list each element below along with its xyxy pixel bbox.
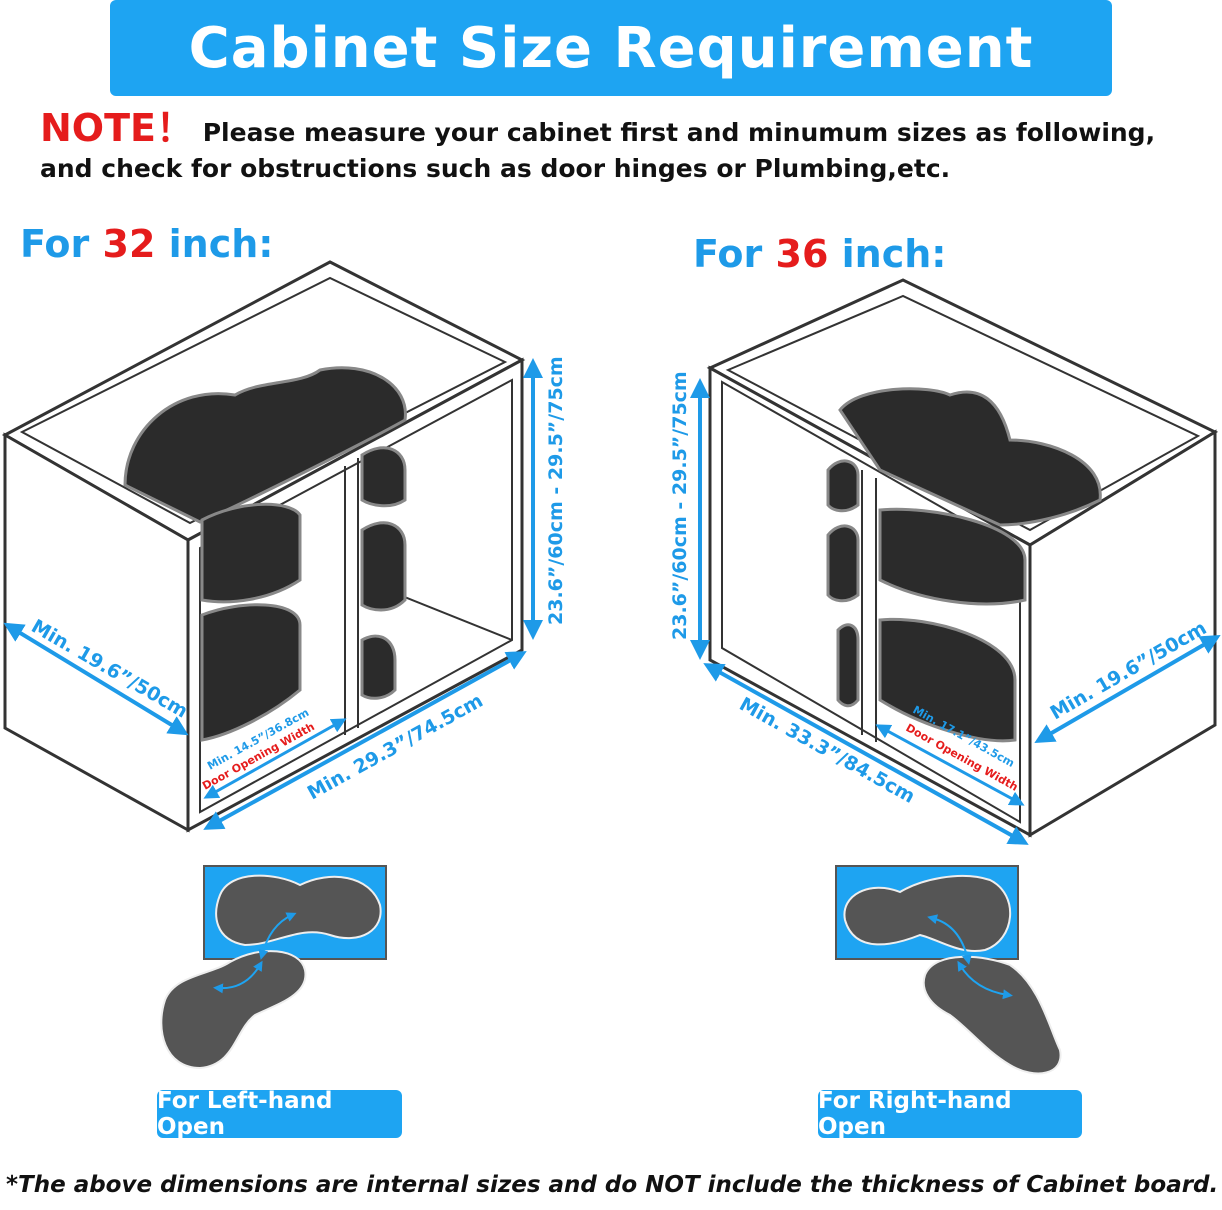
left-height-dim: 23.6”/60cm - 29.5”/75cm xyxy=(545,356,567,625)
page-title: Cabinet Size Requirement xyxy=(188,15,1034,81)
note-line-1: Please measure your cabinet first and mi… xyxy=(202,118,1156,147)
right-heading-prefix: For xyxy=(693,232,776,276)
right-heading-suffix: inch: xyxy=(828,232,947,276)
note-label: NOTE！ xyxy=(40,106,194,150)
right-heading-number: 36 xyxy=(775,232,829,276)
title-banner: Cabinet Size Requirement xyxy=(110,0,1112,96)
left-heading-suffix: inch: xyxy=(155,222,274,266)
right-hand-open-label: For Right-hand Open xyxy=(818,1088,1082,1140)
left-heading-prefix: For xyxy=(20,222,103,266)
left-size-heading: For 32 inch: xyxy=(20,222,273,266)
right-size-heading: For 36 inch: xyxy=(693,232,946,276)
left-top-view xyxy=(160,865,387,1070)
note-line-2: and check for obstructions such as door … xyxy=(40,154,951,183)
right-top-view xyxy=(835,865,1062,1075)
footnote: *The above dimensions are internal sizes… xyxy=(6,1172,1219,1198)
left-heading-number: 32 xyxy=(102,222,156,266)
right-height-dim: 23.6”/60cm - 29.5”/75cm xyxy=(669,371,691,640)
left-hand-open-label: For Left-hand Open xyxy=(157,1088,402,1140)
note-text: NOTE！ Please measure your cabinet first … xyxy=(40,109,1210,187)
